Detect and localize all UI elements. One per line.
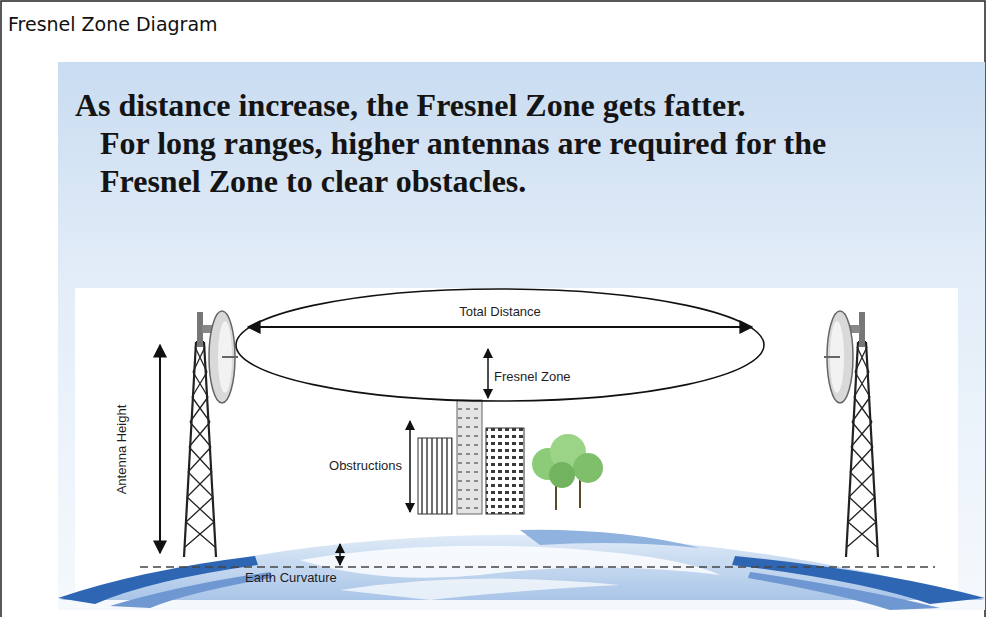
- obstructions: [418, 400, 603, 514]
- dimension-label: Total Distance: [459, 304, 541, 319]
- fresnel-arrow: [487, 349, 489, 398]
- headline-text: As distance increase, the Fresnel Zone g…: [75, 86, 955, 124]
- dimension-label: Earth Curvature: [245, 570, 337, 585]
- left-tower: [184, 311, 238, 557]
- distance-arrow: [248, 326, 752, 328]
- illustration-ground: [75, 288, 958, 595]
- curvature-arrow: [339, 544, 341, 565]
- dimension-label: Antenna Height: [115, 405, 130, 495]
- fresnel-ellipse: [236, 289, 764, 401]
- chord-line: [140, 566, 935, 568]
- sky-panel: [58, 62, 985, 610]
- height-arrow: [159, 345, 161, 553]
- dimension-label: Fresnel Zone: [494, 369, 571, 384]
- headline-text: For long ranges, higher antennas are req…: [100, 124, 860, 200]
- dimension-label: Obstructions: [329, 458, 402, 473]
- right-tower: [824, 311, 878, 557]
- page-title: Fresnel Zone Diagram: [8, 12, 218, 36]
- obstruction-arrow: [409, 421, 411, 512]
